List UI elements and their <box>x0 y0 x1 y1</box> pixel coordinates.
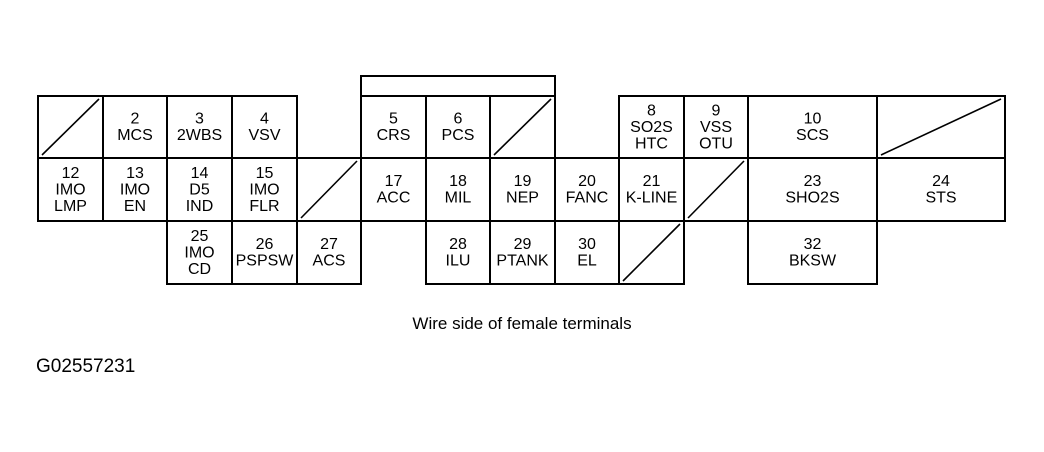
terminal-number: 9 <box>712 102 721 119</box>
terminal-number: 8 <box>647 102 656 119</box>
empty-cavity-slash <box>880 98 1002 156</box>
terminal-label: LMP <box>54 198 87 215</box>
terminal-cell <box>166 157 233 222</box>
terminal-number: 3 <box>195 111 204 128</box>
terminal-label: FANC <box>566 190 609 207</box>
terminal-label: IND <box>186 198 214 215</box>
terminal-number: 19 <box>514 173 532 190</box>
empty-cavity-slash <box>300 160 358 219</box>
terminal-cell <box>554 220 620 285</box>
terminal-number: 13 <box>126 165 144 182</box>
terminal-number: 26 <box>256 236 274 253</box>
terminal-label: D5 <box>189 181 210 198</box>
terminal-number: 27 <box>320 236 338 253</box>
terminal-label: BKSW <box>789 253 837 270</box>
diagram-caption: Wire side of female terminals <box>412 314 632 333</box>
terminal-number: 14 <box>191 165 209 182</box>
terminal-cell <box>231 220 298 285</box>
terminal-cell <box>102 95 168 159</box>
terminal-number: 32 <box>804 236 822 253</box>
connector-lock-tab <box>360 75 556 97</box>
terminal-number: 17 <box>385 173 403 190</box>
terminal-label: IMO <box>120 181 150 198</box>
terminal-number: 30 <box>578 236 596 253</box>
terminal-label: IMO <box>55 181 85 198</box>
terminal-label: SHO2S <box>785 190 839 207</box>
empty-cavity-slash <box>493 98 552 156</box>
terminal-number: 4 <box>260 111 269 128</box>
terminal-label: MCS <box>117 127 153 144</box>
terminal-cell <box>618 157 685 222</box>
terminal-cell <box>747 95 878 159</box>
terminal-label: NEP <box>506 190 539 207</box>
terminal-cell <box>618 95 685 159</box>
terminal-number: 12 <box>62 165 80 182</box>
terminal-label: HTC <box>635 135 668 152</box>
terminal-cell <box>876 157 1006 222</box>
terminal-label: SO2S <box>630 119 673 136</box>
empty-cavity-slash <box>41 98 100 156</box>
terminal-number: 21 <box>643 173 661 190</box>
terminal-label: SCS <box>796 127 829 144</box>
terminal-number: 23 <box>804 173 822 190</box>
terminal-label: OTU <box>699 135 733 152</box>
terminal-label: PSPSW <box>236 253 295 270</box>
terminal-label: PCS <box>442 127 475 144</box>
terminal-label: CD <box>188 261 211 278</box>
terminal-label: STS <box>925 190 956 207</box>
terminal-label: EL <box>577 253 597 270</box>
terminal-label: IMO <box>249 181 279 198</box>
terminal-label: EN <box>124 198 146 215</box>
terminal-cell <box>747 220 878 285</box>
terminal-number: 18 <box>449 173 467 190</box>
terminal-label: PTANK <box>496 253 548 270</box>
terminal-cell <box>489 220 556 285</box>
terminal-cell <box>683 95 749 159</box>
terminal-number: 5 <box>389 111 398 128</box>
terminal-cell <box>231 157 298 222</box>
terminal-number: 29 <box>514 236 532 253</box>
terminal-label: ACC <box>377 190 411 207</box>
terminal-cell <box>166 95 233 159</box>
terminal-number: 15 <box>256 165 274 182</box>
terminal-cell <box>360 95 427 159</box>
terminal-label: ACS <box>313 253 346 270</box>
terminal-label: FLR <box>249 198 279 215</box>
terminal-number: 10 <box>804 111 822 128</box>
terminal-label: CRS <box>377 127 411 144</box>
terminal-cell <box>166 220 233 285</box>
terminal-number: 20 <box>578 173 596 190</box>
terminal-label: 2WBS <box>177 127 222 144</box>
terminal-number: 28 <box>449 236 467 253</box>
figure-id: G02557231 <box>36 356 136 377</box>
terminal-label: MIL <box>445 190 472 207</box>
terminal-cell <box>425 220 491 285</box>
terminal-number: 2 <box>131 111 140 128</box>
terminal-number: 24 <box>932 173 950 190</box>
terminal-label: K-LINE <box>626 190 678 207</box>
terminal-label: ILU <box>446 253 471 270</box>
terminal-label: IMO <box>184 244 214 261</box>
terminal-number: 25 <box>191 228 209 245</box>
terminal-cell <box>747 157 878 222</box>
empty-cavity-slash <box>687 160 745 219</box>
terminal-label: VSV <box>248 127 280 144</box>
empty-cavity-slash <box>622 223 681 282</box>
terminal-label: VSS <box>700 119 732 136</box>
terminal-cell <box>296 220 362 285</box>
terminal-number: 6 <box>454 111 463 128</box>
